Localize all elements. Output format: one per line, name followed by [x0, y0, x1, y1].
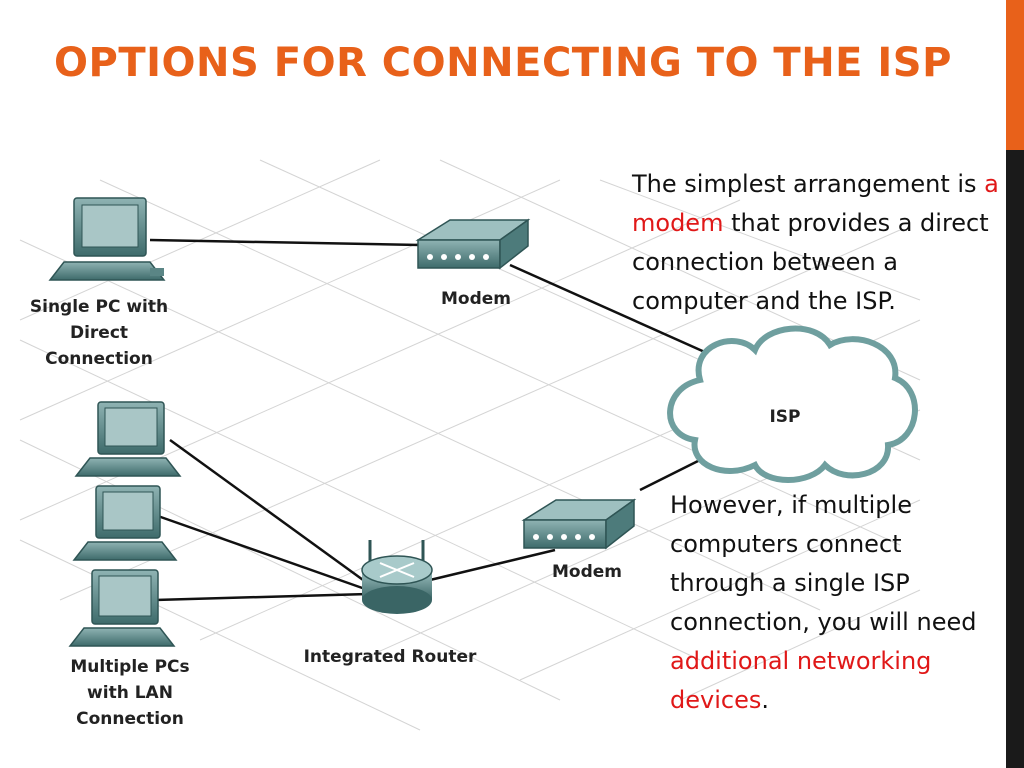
isp-label: ISP [769, 407, 800, 427]
single-pc-label: Single PC with [30, 297, 168, 317]
modem-bottom-label: Modem [552, 562, 622, 582]
lan-pc-icon [72, 485, 178, 561]
lan-pc-icon [74, 401, 182, 477]
modem-top-icon [415, 218, 531, 270]
modem-top-label: Modem [441, 289, 511, 309]
single-pc-icon [48, 197, 166, 281]
highlight-text: a modem [632, 170, 999, 237]
highlight-text: additional networking devices [670, 647, 932, 714]
single-pc-label: Connection [45, 349, 153, 369]
multi-pc-label: with LAN [87, 683, 173, 703]
router-label: Integrated Router [304, 647, 477, 667]
accent-bar [1006, 0, 1024, 150]
lan-pc-icon [68, 569, 176, 647]
modem-explanation-text: The simplest arrangement is a modem that… [632, 165, 1004, 321]
integrated-router-icon [361, 540, 433, 614]
text-segment: The simplest arrangement is [632, 170, 985, 198]
modem-bottom-icon [521, 498, 637, 550]
side-bar [1006, 150, 1024, 768]
isp-cloud-icon [667, 325, 918, 483]
single-pc-label: Direct [70, 323, 128, 343]
multi-pc-label: Multiple PCs [70, 657, 189, 677]
networking-devices-text: However, if multiple computers connect t… [670, 486, 990, 720]
text-segment: . [761, 686, 769, 714]
text-segment: However, if multiple computers connect t… [670, 491, 977, 636]
slide-title: OPTIONS FOR CONNECTING TO THE ISP [54, 40, 952, 86]
text-segment: that provides a direct connection betwee… [632, 209, 989, 315]
multi-pc-label: Connection [76, 709, 184, 729]
